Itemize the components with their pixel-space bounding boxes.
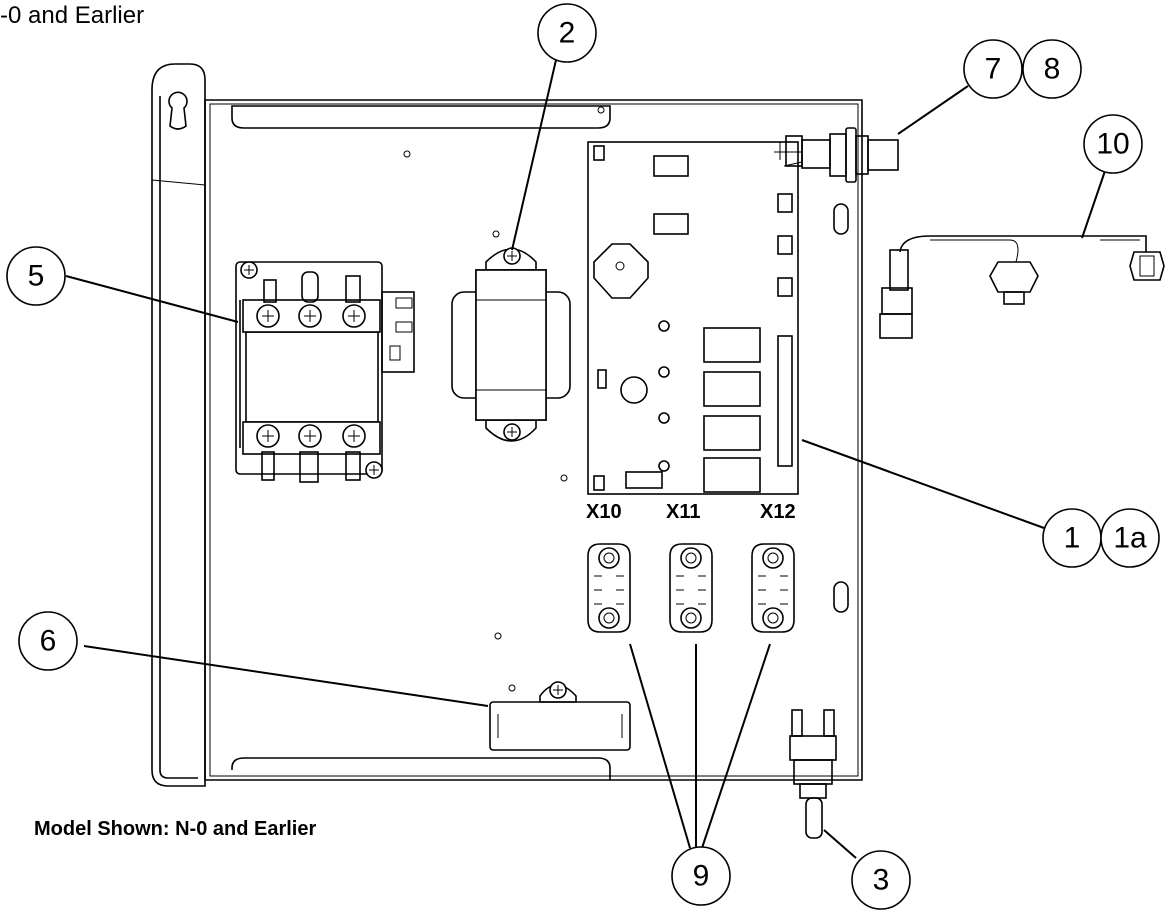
enclosure-panel [151, 63, 863, 787]
bottom-switch [789, 709, 837, 839]
callout-9: 9 [671, 846, 731, 906]
leader-lines [65, 59, 1107, 859]
contactor [235, 261, 415, 483]
relays [587, 543, 795, 633]
svg-text:7: 7 [985, 53, 1002, 86]
svg-text:3: 3 [873, 864, 890, 897]
svg-text:8: 8 [1044, 53, 1061, 86]
svg-text:10: 10 [1096, 128, 1129, 161]
svg-text:1: 1 [1064, 522, 1081, 555]
svg-text:2: 2 [559, 17, 576, 50]
fuse-holder [489, 681, 631, 751]
callout-10: 10 [1083, 114, 1143, 174]
push-button-switch [774, 127, 899, 183]
callout-6: 6 [18, 611, 78, 671]
transformer [451, 247, 571, 442]
callout-5: 5 [6, 246, 66, 306]
svg-text:5: 5 [28, 260, 45, 293]
header-title: -0 and Earlier [0, 2, 145, 29]
model-caption: Model Shown: N-0 and Earlier [34, 818, 317, 840]
callout-1a: 1a [1100, 508, 1160, 568]
board-label-x11: X11 [666, 501, 700, 523]
callout-7: 7 [963, 39, 1023, 99]
callout-3: 3 [851, 850, 911, 910]
callout-8: 8 [1022, 39, 1082, 99]
callout-bubbles: 2 7 8 10 5 1 1a 6 9 3 [6, 3, 1160, 910]
svg-text:1a: 1a [1113, 522, 1147, 555]
svg-text:6: 6 [40, 625, 57, 658]
svg-text:9: 9 [693, 860, 710, 893]
wire-harness [879, 235, 1165, 339]
callout-2: 2 [537, 3, 597, 63]
callout-1: 1 [1042, 508, 1102, 568]
board-label-x10: X10 [586, 501, 622, 523]
control-board [587, 135, 803, 495]
board-label-x12: X12 [760, 501, 796, 523]
